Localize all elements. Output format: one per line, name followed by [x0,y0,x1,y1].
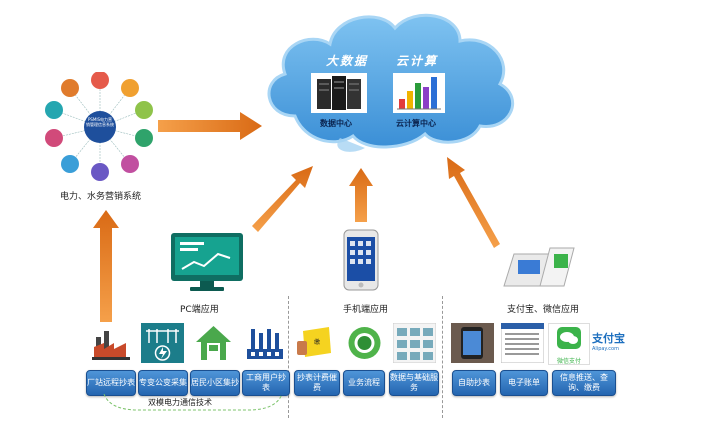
arrow-mobile-to-cloud [349,168,373,222]
btn-self-reading[interactable]: 自助抄表 [452,370,496,396]
substation-icon [141,323,184,363]
btn-business-process[interactable]: 业务流程 [343,370,385,396]
marketing-system-label: 电力、水务营销系统 [60,192,142,202]
btn-data-services[interactable]: 数据与基础服务 [389,370,439,396]
pc-label: PC端应用 [180,305,219,315]
alipay-logo-text: 支付宝 [592,332,625,345]
separator-2 [442,296,443,418]
alipay-logo-sub: Alipay.com [592,346,619,352]
data-service-icon [393,323,436,363]
alipay-logo: 支付宝 Alipay.com [592,330,630,360]
arrow-pay-to-cloud [447,157,500,248]
btn-transformer-collection[interactable]: 专变公变采集 [138,370,188,396]
cloud-title-cloudcomputing: 云计算 [396,54,439,68]
workflow-icon [343,323,386,363]
btn-billing-collection[interactable]: 抄表计费催费 [294,370,340,396]
e-bill-icon [501,323,544,363]
arrow-up-left [93,210,119,322]
self-reading-icon [451,323,494,363]
server-icon [311,73,367,113]
btn-info-push[interactable]: 信息推送、查询、缴费 [552,370,616,396]
billing-notice-icon: 缴 [293,323,336,363]
btn-station-remote-reading[interactable]: 厂站远程抄表 [86,370,136,396]
btn-residential-collective-reading[interactable]: 居民小区集抄 [190,370,240,396]
arrow-system-to-cloud [158,112,262,140]
house-icon [192,323,235,363]
factory-icon [90,323,133,363]
monitor-icon [171,233,243,291]
cloud-center-label: 云计算中心 [396,119,436,128]
btn-e-bill[interactable]: 电子账单 [500,370,548,396]
arrow-pc-to-cloud [252,166,313,232]
data-center-label: 数据中心 [320,119,352,128]
separator-1 [288,296,289,418]
comm-bracket [103,393,283,411]
cloud-shape [267,13,514,152]
pos-terminal-icon [503,247,575,287]
btn-commercial-reading[interactable]: 工商用户抄表 [242,370,290,396]
svg-text:缴: 缴 [314,338,320,346]
phone-icon [343,229,379,291]
cloud-title-bigdata: 大数据 [326,54,369,68]
wechat-pay-icon [557,327,581,349]
wechat-pay-tile: 微信支付 [548,323,590,365]
bar-chart-icon [393,73,445,113]
comm-label: 双模电力通信技术 [148,398,212,407]
pay-label: 支付宝、微信应用 [507,305,580,315]
industry-icon [243,323,286,363]
wechat-pay-text: 微信支付 [556,358,581,365]
marketing-system-diagram: PSMIS电力营销管理信息系统 [42,72,158,182]
mobile-label: 手机端应用 [343,305,389,315]
system-hub-label: PSMIS电力营销管理信息系统 [86,117,114,127]
